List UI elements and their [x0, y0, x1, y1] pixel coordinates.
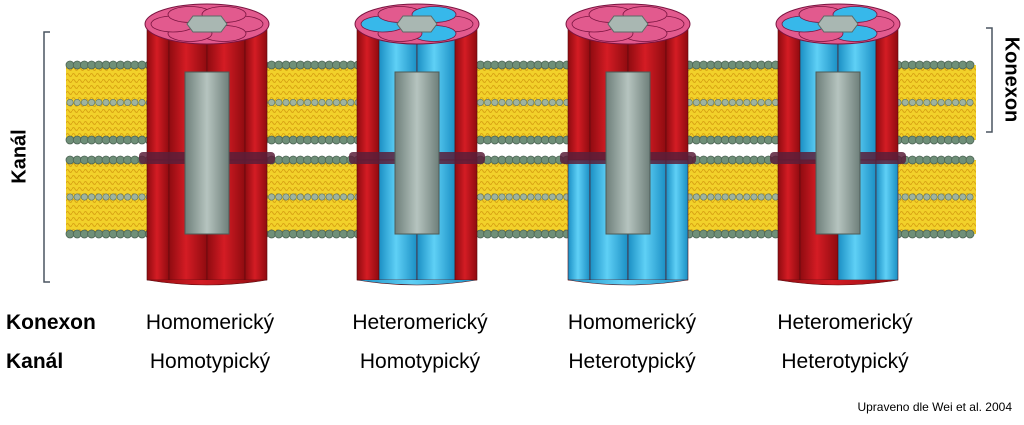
channel-3-top-cap: [565, 3, 691, 45]
channel-2-pore: [394, 71, 440, 235]
row-label-kanal: Kanál: [6, 350, 64, 373]
row-label-konexon: Konexon: [6, 311, 96, 334]
channel-1: [139, 3, 275, 286]
kanal-bracket: [43, 31, 50, 283]
kanal-type-2: Homotypický: [359, 350, 481, 373]
channel-3-pore: [605, 71, 651, 235]
channel-4-top-cap: [775, 3, 901, 45]
konexon-type-4: Heteromerický: [777, 311, 913, 334]
source-credit: Upraveno dle Wei et al. 2004: [857, 400, 1012, 414]
channel-3: [560, 3, 696, 286]
kanal-type-4: Heterotypický: [781, 350, 909, 373]
konexon-bracket: [986, 27, 993, 133]
channel-2-top-cap: [354, 3, 480, 45]
kanal-side-label: Kanál: [8, 129, 31, 184]
konexon-type-3: Homomerický: [567, 311, 697, 334]
channel-1-top-cap: [144, 3, 270, 45]
kanal-type-3: Heterotypický: [568, 350, 696, 373]
channel-4-pore: [815, 71, 861, 235]
kanal-type-1: Homotypický: [149, 350, 271, 373]
gap-junction-diagram: [43, 3, 993, 286]
konexon-type-1: Homomerický: [145, 311, 275, 334]
channel-4: [770, 3, 906, 286]
channel-2: [349, 3, 485, 286]
konexon-side-label: Konexon: [1000, 36, 1023, 123]
channel-1-pore: [184, 71, 230, 235]
konexon-type-2: Heteromerický: [352, 311, 488, 334]
channels-layer: [139, 3, 906, 286]
